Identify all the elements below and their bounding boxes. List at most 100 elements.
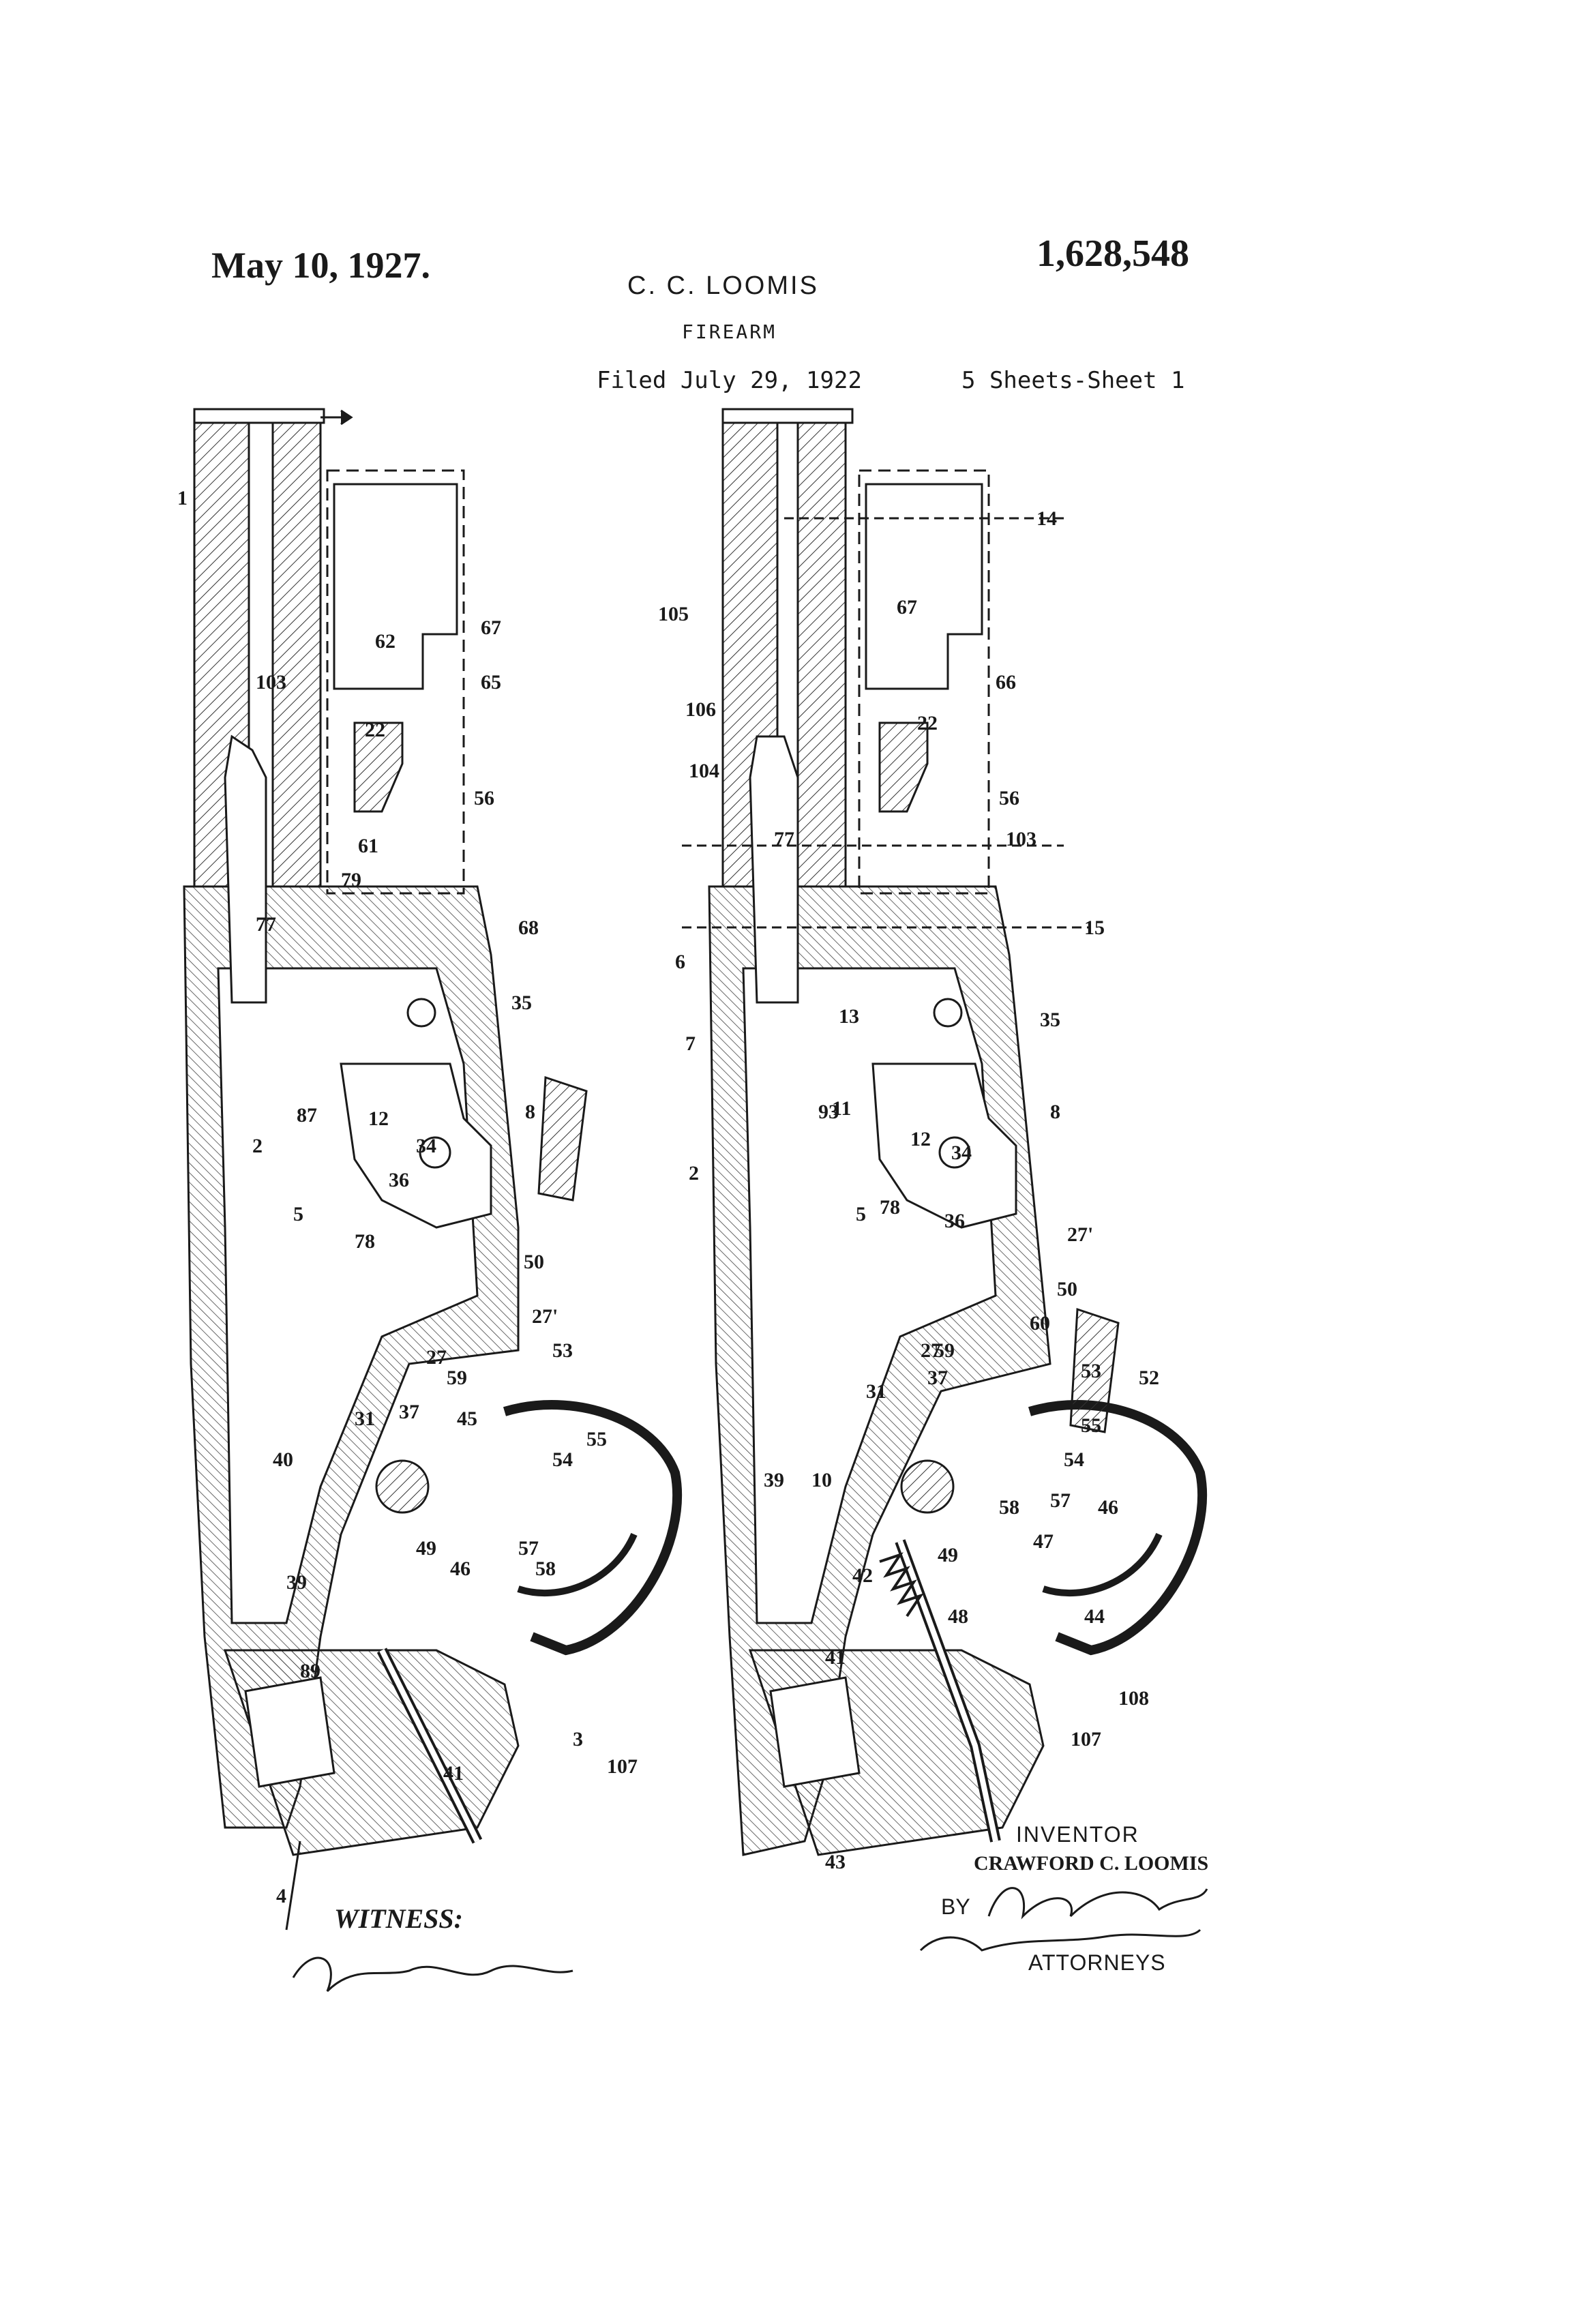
- numeral-label: 106: [685, 698, 716, 721]
- numeral-label: 31: [355, 1407, 375, 1430]
- numeral-label: 2: [252, 1135, 263, 1157]
- numeral-label: 27: [426, 1346, 447, 1369]
- numeral-label: 108: [1118, 1687, 1149, 1710]
- numeral-label: 77: [774, 828, 794, 850]
- numeral-label: 89: [300, 1660, 320, 1682]
- numeral-label: 107: [1071, 1728, 1101, 1751]
- figure-2: [682, 408, 1208, 1856]
- numeral-label: 53: [1081, 1360, 1101, 1382]
- numeral-label: 58: [535, 1558, 556, 1580]
- numeral-label: 103: [256, 671, 286, 694]
- figure-1: [183, 408, 683, 1856]
- numeral-label: 37: [399, 1401, 419, 1423]
- numeral-label: 4: [276, 1885, 286, 1907]
- numeral-label: 59: [934, 1339, 955, 1362]
- numeral-label: 45: [457, 1407, 477, 1430]
- witness-signature: [285, 1841, 573, 1993]
- numeral-label: 50: [524, 1251, 544, 1273]
- numeral-label: 15: [1084, 917, 1105, 939]
- numeral-label: 77: [256, 913, 276, 936]
- numeral-label: 56: [999, 787, 1019, 809]
- numeral-label: 31: [866, 1380, 886, 1403]
- numeral-label: 54: [552, 1448, 573, 1471]
- inventor-label: INVENTOR: [1016, 1822, 1139, 1847]
- numeral-label: 53: [552, 1339, 573, 1362]
- numeral-label: 46: [1098, 1496, 1118, 1519]
- numeral-label: 48: [948, 1605, 968, 1628]
- inventor-name: CRAWFORD C. LOOMIS: [974, 1852, 1209, 1875]
- sheet-count: 5 Sheets-Sheet 1: [961, 367, 1185, 394]
- attorney-signature: [919, 1887, 1208, 1952]
- by-label: BY: [941, 1894, 970, 1919]
- numeral-label: 11: [832, 1097, 851, 1120]
- numeral-label: 67: [897, 596, 917, 619]
- numeral-label: 22: [917, 712, 938, 734]
- numeral-label: 43: [825, 1851, 846, 1873]
- numeral-label: 56: [474, 787, 494, 809]
- numeral-label: 14: [1036, 507, 1057, 530]
- numeral-label: 12: [910, 1128, 931, 1150]
- numeral-label: 5: [856, 1203, 866, 1225]
- numeral-label: 58: [999, 1496, 1019, 1519]
- numeral-label: 65: [481, 671, 501, 694]
- numeral-label: 1: [177, 487, 188, 509]
- numeral-label: 42: [852, 1564, 873, 1587]
- numeral-label: 78: [880, 1196, 900, 1219]
- numeral-label: 49: [938, 1544, 958, 1566]
- numeral-label: 44: [1084, 1605, 1105, 1628]
- numeral-label: 61: [358, 835, 378, 857]
- numeral-label: 22: [365, 719, 385, 741]
- numeral-label: 57: [1050, 1489, 1071, 1512]
- numeral-label: 5: [293, 1203, 303, 1225]
- numeral-label: 27': [532, 1305, 558, 1328]
- numeral-label: 54: [1064, 1448, 1084, 1471]
- numeral-label: 107: [607, 1755, 638, 1778]
- numeral-label: 46: [450, 1558, 471, 1580]
- numeral-label: 8: [1050, 1101, 1060, 1123]
- numeral-label: 2: [689, 1162, 699, 1185]
- numeral-label: 60: [1030, 1312, 1050, 1335]
- numeral-label: 37: [927, 1367, 948, 1389]
- numeral-label: 36: [389, 1169, 409, 1191]
- patent-number: 1,628,548: [1036, 233, 1189, 275]
- numeral-label: 34: [951, 1142, 972, 1164]
- figure-1-labels: 1 2 3 4 5 8 12 22 27 27' 31 34 35 36 37 …: [177, 487, 638, 1907]
- numeral-label: 62: [375, 630, 395, 653]
- numeral-label: 104: [689, 760, 719, 782]
- numeral-label: 39: [286, 1571, 307, 1594]
- attorneys-label: ATTORNEYS: [1028, 1950, 1166, 1975]
- numeral-label: 55: [1081, 1414, 1101, 1437]
- numeral-label: 59: [447, 1367, 467, 1389]
- numeral-label: 34: [416, 1135, 436, 1157]
- numeral-label: 103: [1006, 828, 1036, 850]
- numeral-label: 66: [996, 671, 1016, 694]
- numeral-label: 105: [658, 603, 689, 625]
- numeral-label: 50: [1057, 1278, 1077, 1300]
- numeral-label: 10: [811, 1469, 832, 1491]
- filing-date: Filed July 29, 1922: [597, 367, 862, 394]
- numeral-label: 57: [518, 1537, 539, 1560]
- numeral-label: 35: [511, 992, 532, 1014]
- numeral-label: 3: [573, 1728, 583, 1751]
- numeral-label: 39: [764, 1469, 784, 1491]
- numeral-label: 40: [273, 1448, 293, 1471]
- numeral-label: 52: [1139, 1367, 1159, 1389]
- numeral-label: 87: [297, 1104, 317, 1127]
- numeral-label: 6: [675, 951, 685, 973]
- numeral-label: 68: [518, 917, 539, 939]
- numeral-label: 93: [818, 1101, 839, 1123]
- numeral-label: 47: [1033, 1530, 1054, 1553]
- numeral-label: 27: [921, 1339, 941, 1362]
- numeral-label: 12: [368, 1107, 389, 1130]
- numeral-label: 67: [481, 616, 501, 639]
- numeral-label: 49: [416, 1537, 436, 1560]
- numeral-label: 7: [685, 1032, 696, 1055]
- numeral-label: 41: [443, 1762, 464, 1785]
- numeral-label: 78: [355, 1230, 375, 1253]
- invention-title: FIREARM: [682, 321, 777, 343]
- numeral-label: 35: [1040, 1009, 1060, 1031]
- numeral-label: 27': [1067, 1223, 1093, 1246]
- numeral-label: 55: [586, 1428, 607, 1450]
- figure-2-labels: 2 5 6 7 8 10 11 12 13 14 15 22 27 27' 31…: [658, 507, 1159, 1873]
